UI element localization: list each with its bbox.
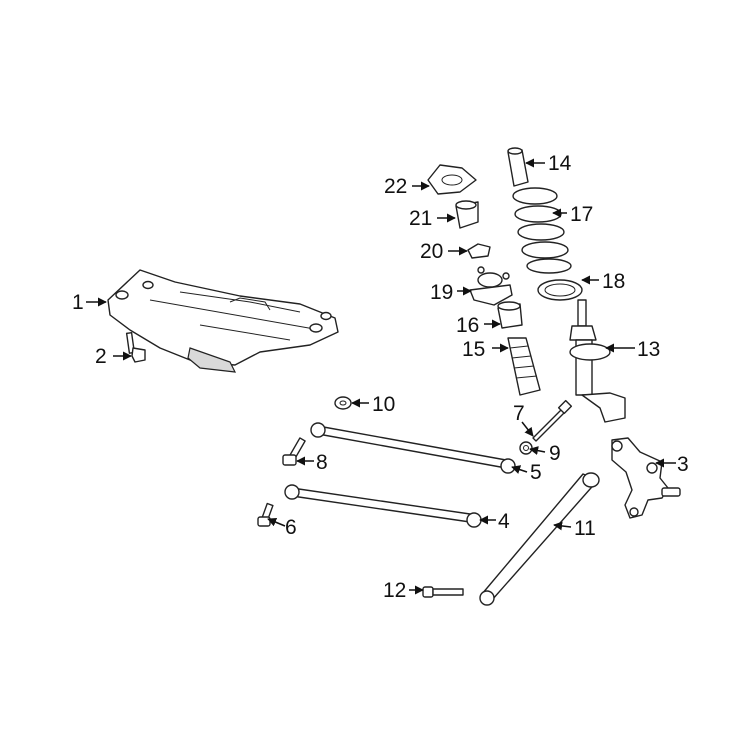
leader-6: [267, 517, 286, 527]
leader-11: [553, 521, 572, 531]
dust-boot: [507, 337, 541, 396]
callout-19: 19: [430, 281, 453, 304]
knuckle: [611, 437, 681, 519]
callout-5: 5: [530, 461, 542, 484]
callout-12: 12: [383, 579, 406, 602]
lateral-link-upper: [310, 422, 516, 474]
leader-5: [511, 465, 528, 474]
washer: [334, 396, 352, 410]
nut: [519, 441, 533, 455]
rubber-bumper: [497, 301, 523, 329]
spring-seat: [537, 279, 583, 301]
callout-3: 3: [677, 453, 689, 476]
coil-spring: [512, 187, 572, 274]
trailing-arm-bolt: [422, 586, 464, 598]
callout-21: 21: [409, 207, 432, 230]
callout-labels: 1 2 3 4 5 6 7 8 9 10 11 12 13 14 15 16 1…: [72, 152, 689, 602]
strut-mount: [469, 266, 513, 306]
trailing-arm: [479, 472, 600, 606]
callout-17: 17: [570, 203, 593, 226]
callout-16: 16: [456, 314, 479, 337]
crossmember: [107, 269, 339, 373]
callout-11: 11: [574, 517, 596, 540]
upper-nut: [467, 243, 491, 259]
callout-7: 7: [513, 402, 525, 425]
link-bolt-lower: [257, 502, 274, 527]
callout-14: 14: [548, 152, 572, 175]
leader-7: [521, 421, 534, 437]
lateral-link-lower: [284, 484, 482, 528]
link-bolt-upper: [282, 437, 306, 466]
leader-lines: [86, 158, 676, 595]
callout-1: 1: [72, 291, 84, 314]
upper-plate: [427, 164, 477, 195]
callout-10: 10: [372, 393, 395, 416]
long-bolt: [532, 399, 573, 442]
insulator: [455, 200, 479, 229]
callout-15: 15: [462, 338, 485, 361]
strut: [569, 299, 626, 423]
callout-6: 6: [285, 516, 297, 539]
callout-2: 2: [95, 345, 107, 368]
leader-9: [529, 446, 546, 456]
callout-18: 18: [602, 270, 625, 293]
callout-20: 20: [420, 240, 443, 263]
bump-stop: [507, 147, 529, 187]
callout-4: 4: [498, 510, 510, 533]
callout-9: 9: [549, 442, 561, 465]
callout-8: 8: [316, 451, 328, 474]
callout-13: 13: [637, 338, 660, 361]
callout-22: 22: [384, 175, 407, 198]
